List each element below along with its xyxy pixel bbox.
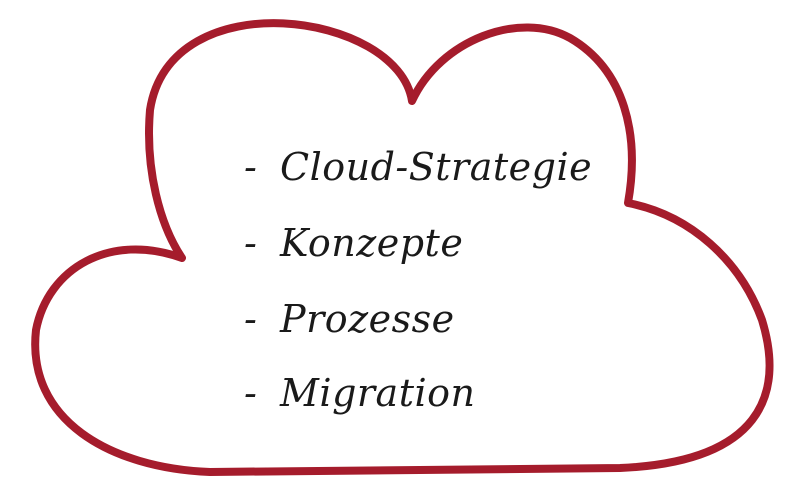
list-item: - Migration [244, 371, 475, 415]
list-item: - Konzepte [244, 221, 463, 265]
bullet-dash: - [244, 371, 257, 415]
list-item-label: Konzepte [279, 221, 463, 265]
list-item: - Cloud-Strategie [244, 145, 592, 189]
bullet-list: - Cloud-Strategie - Konzepte - Prozesse … [244, 145, 592, 415]
bullet-dash: - [244, 145, 257, 189]
list-item-label: Migration [279, 371, 475, 415]
list-item-label: Cloud-Strategie [280, 145, 592, 189]
list-item-label: Prozesse [279, 297, 455, 341]
bullet-dash: - [244, 297, 257, 341]
cloud-outline [31, 19, 774, 476]
list-item: - Prozesse [244, 297, 455, 341]
bullet-dash: - [244, 221, 257, 265]
